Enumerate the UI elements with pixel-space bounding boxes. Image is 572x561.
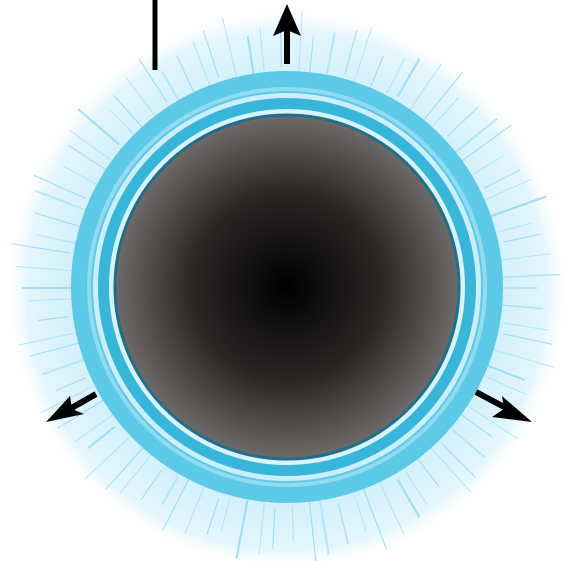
dark-core-sphere (115, 115, 459, 459)
